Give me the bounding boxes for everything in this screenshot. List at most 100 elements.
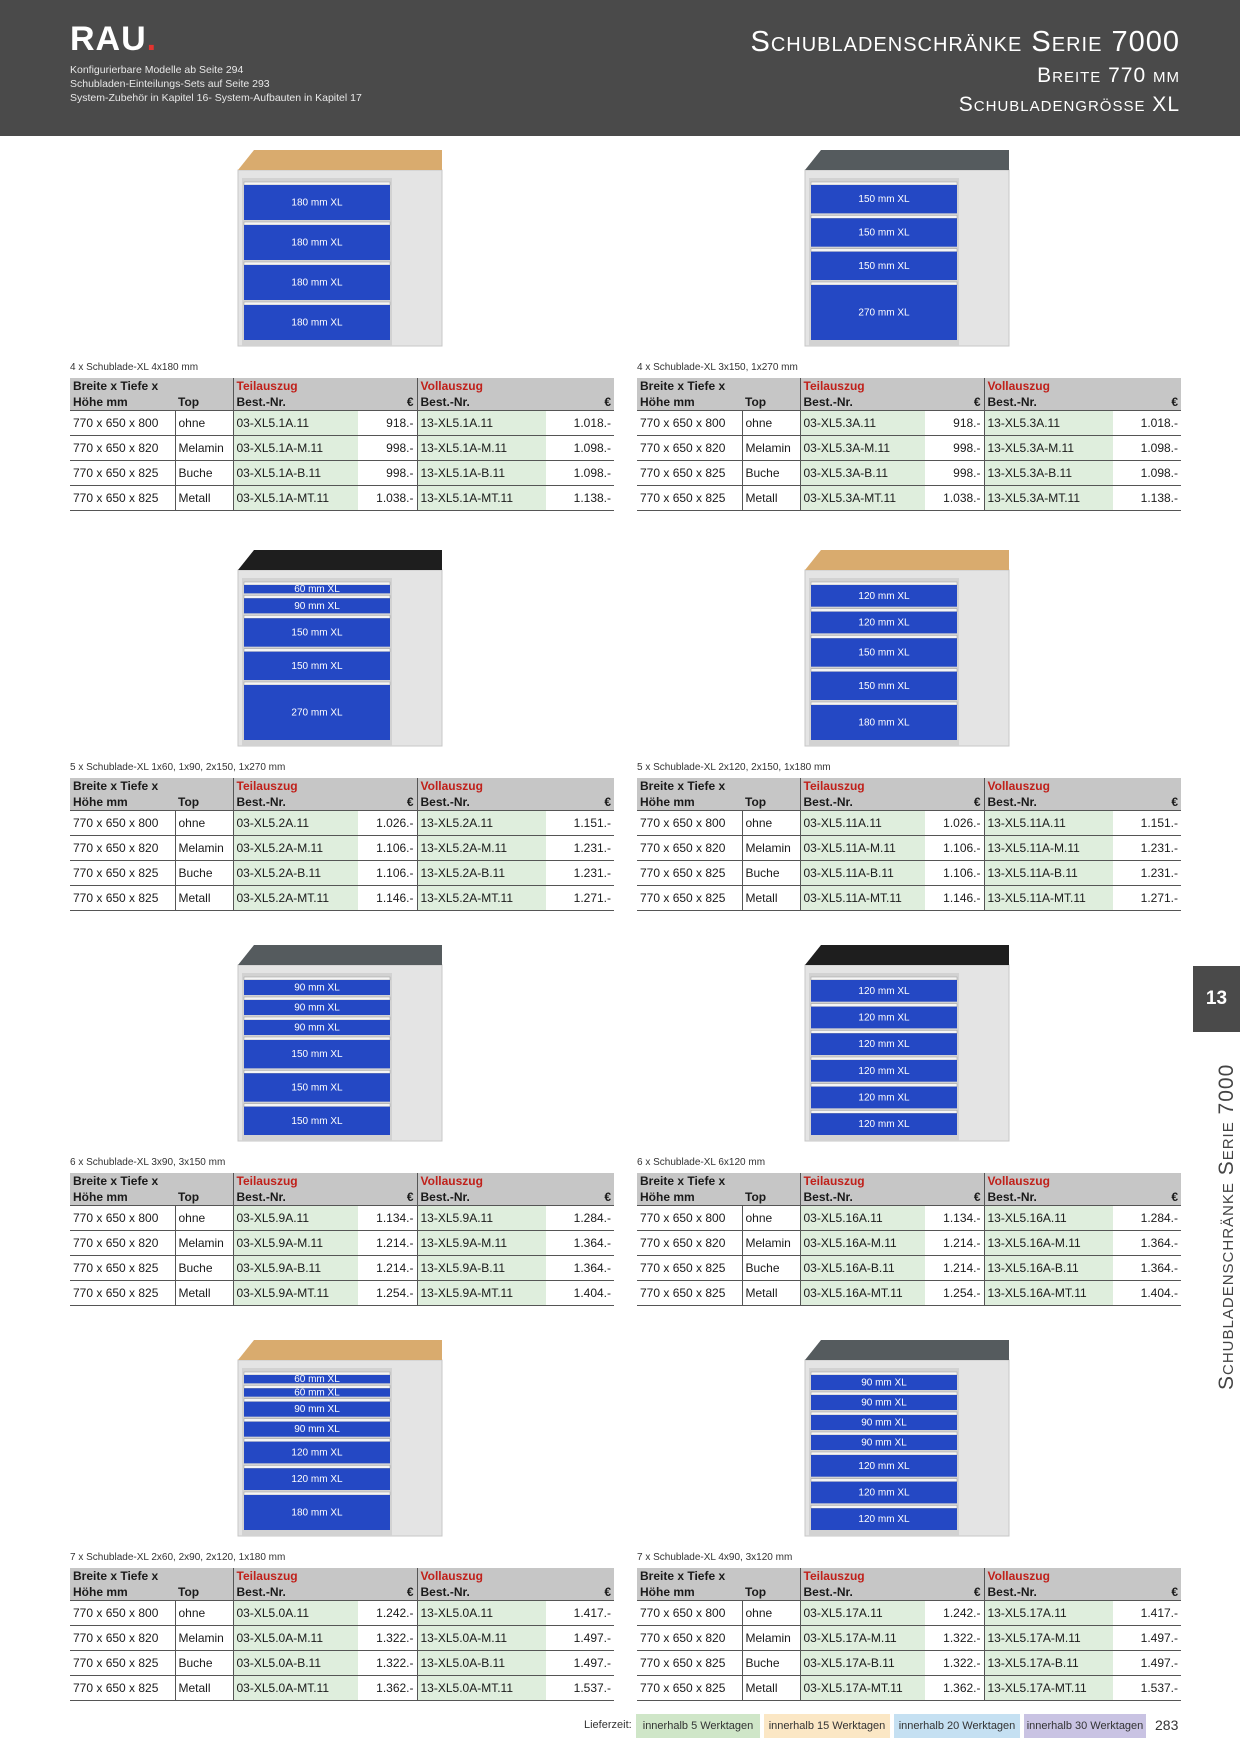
teil-order-number: 03-XL5.16A-M.11 bbox=[799, 1230, 925, 1256]
voll-price: 1.417.- bbox=[1113, 1600, 1181, 1626]
size-cell: 770 x 650 x 825 bbox=[70, 485, 175, 511]
cabinet-top bbox=[238, 550, 442, 570]
teil-order-number: 03-XL5.1A.11 bbox=[232, 410, 358, 436]
teil-price: 1.106.- bbox=[925, 860, 984, 886]
drawer-label: 90 mm XL bbox=[294, 983, 340, 994]
euro-header: € bbox=[925, 794, 984, 811]
drawer-label: 180 mm XL bbox=[291, 278, 343, 289]
drawer bbox=[811, 611, 957, 634]
cabinet-top bbox=[805, 550, 1009, 570]
drawer-label: 120 mm XL bbox=[291, 1448, 343, 1459]
product-caption: 4 x Schublade-XL 4x180 mm bbox=[70, 362, 199, 373]
teil-price: 1.242.- bbox=[358, 1600, 417, 1626]
voll-order-number: 13-XL5.16A-M.11 bbox=[983, 1230, 1113, 1256]
voll-order-number: 13-XL5.9A-B.11 bbox=[416, 1255, 546, 1281]
teil-price: 1.214.- bbox=[925, 1255, 984, 1281]
euro-header: € bbox=[358, 794, 417, 811]
teil-price: 1.026.- bbox=[925, 810, 984, 836]
drawer-handle bbox=[810, 1371, 958, 1376]
size-header-2: Höhe mm bbox=[70, 794, 175, 811]
voll-order-number: 13-XL5.2A.11 bbox=[416, 810, 546, 836]
size-cell: 770 x 650 x 825 bbox=[637, 485, 742, 511]
drawer-label: 150 mm XL bbox=[858, 194, 910, 205]
size-cell: 770 x 650 x 800 bbox=[70, 410, 175, 436]
voll-price: 1.497.- bbox=[1113, 1650, 1181, 1676]
size-header-2: Höhe mm bbox=[637, 394, 742, 411]
size-cell: 770 x 650 x 820 bbox=[70, 1230, 175, 1256]
top-cell: Buche bbox=[174, 1255, 233, 1281]
rau-logo: RAU. bbox=[70, 20, 158, 58]
drawer bbox=[244, 585, 390, 594]
delivery-chip-20: innerhalb 20 Werktagen bbox=[894, 1714, 1020, 1738]
drawer bbox=[244, 1421, 390, 1437]
drawer bbox=[244, 1000, 390, 1015]
drawer bbox=[244, 1040, 390, 1069]
drawer bbox=[811, 705, 957, 740]
teil-order-number: 03-XL5.17A-M.11 bbox=[799, 1625, 925, 1651]
product-caption: 7 x Schublade-XL 4x90, 3x120 mm bbox=[637, 1552, 793, 1563]
top-cell: ohne bbox=[174, 1205, 233, 1231]
product-caption: 5 x Schublade-XL 2x120, 2x150, 1x180 mm bbox=[637, 762, 831, 773]
teil-order-number: 03-XL5.9A.11 bbox=[232, 1205, 358, 1231]
voll-price: 1.151.- bbox=[546, 810, 614, 836]
teil-price: 1.146.- bbox=[358, 885, 417, 911]
drawer-handle bbox=[810, 1411, 958, 1416]
cabinet-top bbox=[805, 150, 1009, 170]
product-caption: 5 x Schublade-XL 1x60, 1x90, 2x150, 1x27… bbox=[70, 762, 286, 773]
teil-price: 918.- bbox=[358, 410, 417, 436]
top-header: Top bbox=[742, 794, 800, 811]
drawer bbox=[811, 218, 957, 247]
best-nr-header: Best.-Nr. bbox=[232, 1584, 358, 1601]
euro-header: € bbox=[546, 394, 614, 411]
drawer-handle bbox=[243, 1491, 391, 1496]
euro-header: € bbox=[358, 394, 417, 411]
teil-price: 1.322.- bbox=[925, 1650, 984, 1676]
teil-price: 1.362.- bbox=[358, 1675, 417, 1701]
cabinet-top bbox=[805, 1340, 1009, 1360]
top-cell: Melamin bbox=[174, 835, 233, 861]
teil-order-number: 03-XL5.9A-B.11 bbox=[232, 1255, 358, 1281]
top-header-spacer bbox=[742, 778, 800, 794]
teil-price: 918.- bbox=[925, 410, 984, 436]
voll-price: 1.231.- bbox=[1113, 860, 1181, 886]
teil-order-number: 03-XL5.11A-M.11 bbox=[799, 835, 925, 861]
drawer-label: 150 mm XL bbox=[858, 261, 910, 272]
delivery-chip-5: innerhalb 5 Werktagen bbox=[636, 1714, 760, 1738]
best-nr-header: Best.-Nr. bbox=[799, 394, 925, 411]
drawer bbox=[811, 1060, 957, 1082]
teil-price: 1.242.- bbox=[925, 1600, 984, 1626]
size-cell: 770 x 650 x 825 bbox=[637, 460, 742, 486]
drawer bbox=[811, 1086, 957, 1109]
teil-order-number: 03-XL5.0A-M.11 bbox=[232, 1625, 358, 1651]
teil-order-number: 03-XL5.0A-B.11 bbox=[232, 1650, 358, 1676]
voll-order-number: 13-XL5.9A-MT.11 bbox=[416, 1280, 546, 1306]
page-subtitle-width: Breite 770 mm bbox=[1037, 64, 1180, 87]
teilauszug-header: Teilauszug bbox=[232, 378, 417, 394]
size-cell: 770 x 650 x 825 bbox=[70, 1675, 175, 1701]
teil-order-number: 03-XL5.11A-B.11 bbox=[799, 860, 925, 886]
euro-header: € bbox=[925, 394, 984, 411]
voll-order-number: 13-XL5.11A-MT.11 bbox=[983, 885, 1113, 911]
drawer bbox=[811, 185, 957, 214]
drawer-label: 270 mm XL bbox=[858, 308, 910, 319]
top-header-spacer bbox=[742, 1568, 800, 1584]
top-cell: ohne bbox=[741, 810, 800, 836]
best-nr-header: Best.-Nr. bbox=[983, 794, 1113, 811]
teil-order-number: 03-XL5.1A-M.11 bbox=[232, 435, 358, 461]
drawer-handle bbox=[810, 608, 958, 612]
top-header-spacer bbox=[742, 1173, 800, 1189]
